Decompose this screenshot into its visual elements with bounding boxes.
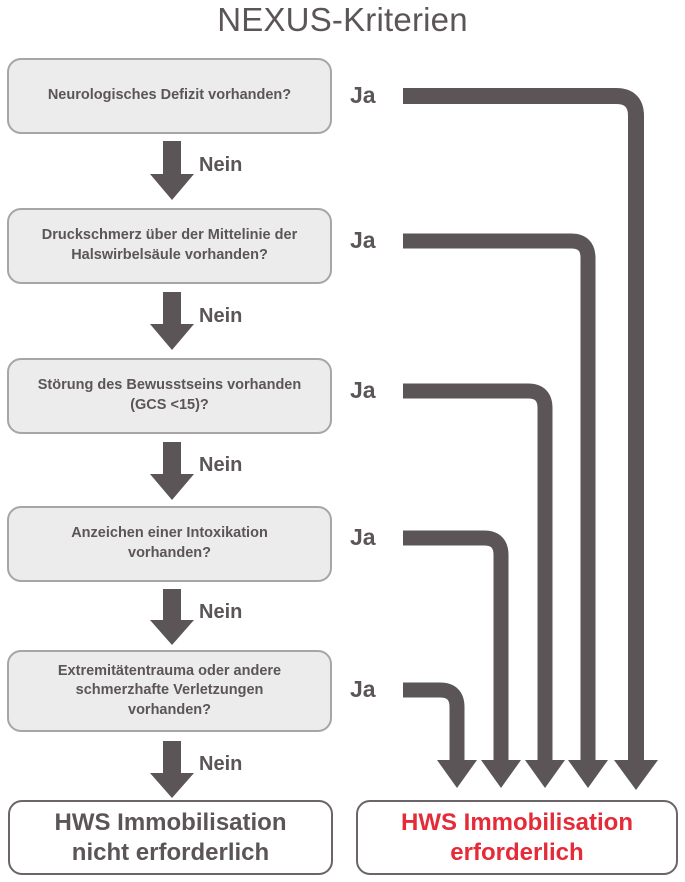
question-text-1: Neurologisches Defizit vorhanden? xyxy=(47,87,292,104)
nein-arrow-4 xyxy=(150,589,194,645)
page-title: NEXUS-Kriterien xyxy=(217,1,468,38)
result-negative-line2: nicht erforderlich xyxy=(71,838,270,866)
nein-arrow-1 xyxy=(150,141,194,200)
result-positive-line2: erforderlich xyxy=(450,838,584,866)
question-box-4[interactable]: Anzeichen einer Intoxikation vorhanden? xyxy=(7,506,332,582)
result-box-no-immobilisation[interactable]: HWS Immobilisation nicht erforderlich xyxy=(8,800,333,875)
question-text-4: Anzeichen einer Intoxikation vorhanden? xyxy=(71,524,268,563)
question-box-2[interactable]: Druckschmerz über der Mittelinie der Hal… xyxy=(7,208,332,284)
question-text-5-line3: vorhanden? xyxy=(128,701,211,718)
result-positive-line1: HWS Immobilisation xyxy=(400,808,633,836)
question-text-3-line1: Störung des Bewusstseins vorhanden xyxy=(37,377,302,394)
question-box-5[interactable]: Extremitätentrauma oder andere schmerzha… xyxy=(7,650,332,732)
nein-arrow-2 xyxy=(150,292,194,350)
edge-label-ja-3: Ja xyxy=(350,377,376,403)
result-negative-line1: HWS Immobilisation xyxy=(54,808,287,836)
edge-label-nein-5: Nein xyxy=(199,753,243,775)
question-text-4-line1: Anzeichen einer Intoxikation xyxy=(71,525,268,542)
edge-label-ja-1: Ja xyxy=(350,82,376,108)
ja-connector-4 xyxy=(403,530,521,788)
nein-arrow-3 xyxy=(150,442,194,500)
question-text-4-line2: vorhanden? xyxy=(128,545,211,561)
edge-label-ja-5: Ja xyxy=(350,676,376,702)
question-box-3[interactable]: Störung des Bewusstseins vorhanden (GCS … xyxy=(7,358,332,434)
ja-connector-2 xyxy=(403,233,608,788)
question-text-5: Extremitätentrauma oder andere schmerzha… xyxy=(58,662,281,721)
result-box-immobilisation-required[interactable]: HWS Immobilisation erforderlich xyxy=(356,800,678,875)
result-text-positive: HWS Immobilisation erforderlich xyxy=(401,808,633,868)
ja-connector-1 xyxy=(403,88,658,790)
ja-connector-3 xyxy=(403,383,565,788)
question-text-5-line2: schmerzhafte Verletzungen xyxy=(75,682,264,699)
question-text-3: Störung des Bewusstseins vorhanden (GCS … xyxy=(38,376,301,415)
question-text-2: Druckschmerz über der Mittelinie der Hal… xyxy=(42,226,297,265)
question-text-2-line1: Druckschmerz über der Mittelinie der xyxy=(41,227,298,244)
nein-arrow-5 xyxy=(150,741,194,798)
edge-label-nein-1: Nein xyxy=(199,154,243,176)
edge-label-nein-2: Nein xyxy=(199,305,243,327)
edge-label-ja-4: Ja xyxy=(350,524,376,550)
edge-label-ja-2: Ja xyxy=(350,227,376,253)
question-text-3-line2: (GCS <15)? xyxy=(130,397,209,413)
question-box-1[interactable]: Neurologisches Defizit vorhanden? xyxy=(7,58,332,134)
edge-label-nein-3: Nein xyxy=(199,454,243,476)
question-text-5-line1: Extremitätentrauma oder andere xyxy=(57,662,282,679)
ja-connector-5 xyxy=(403,682,477,788)
edge-label-nein-4: Nein xyxy=(199,601,243,623)
result-text-negative: HWS Immobilisation nicht erforderlich xyxy=(54,808,286,868)
question-text-2-line2: Halswirbelsäule vorhanden? xyxy=(71,247,268,263)
